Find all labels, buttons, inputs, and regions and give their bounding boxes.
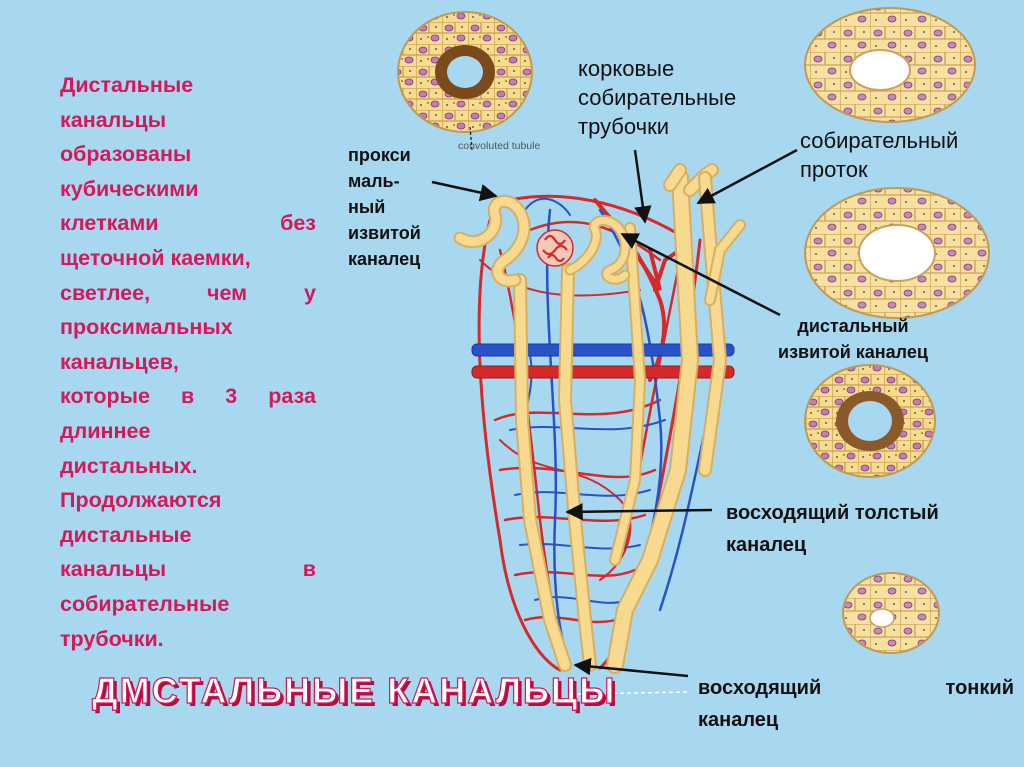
paragraph-line: трубочки. [60, 626, 164, 651]
label-line: прокси [348, 145, 411, 165]
label-line: каналец [698, 709, 779, 731]
paragraph-line: канальцев, [60, 349, 179, 374]
label-line: корковые [578, 56, 675, 81]
label-line: каналец [348, 249, 421, 269]
section-leader-line [469, 126, 473, 151]
cross-section-collecting-duct-top [804, 7, 976, 123]
glomerulus [536, 229, 574, 267]
ascending-thin-limb-label: восходящий тонкий каналец [698, 672, 1014, 736]
convoluted-tubule-label: convoluted tubule [458, 139, 540, 153]
cortical-collecting-tubules-label: корковые собирательные трубочки [578, 54, 736, 141]
cross-section-thin-limb [842, 572, 940, 654]
label-line: каналец [726, 534, 807, 556]
label-line: трубочки [578, 114, 670, 139]
pointer-arrows [431, 148, 798, 678]
page-title: ДМСТАЛЬНЫЕ КАНАЛЬЦЫ [91, 669, 617, 711]
tubule-system [453, 163, 746, 674]
collecting-duct-label: собирательный проток [800, 126, 958, 184]
paragraph-line: клетками без [60, 211, 316, 236]
proximal-convoluted-tubule-label: прокси маль- ный извитой каналец [348, 142, 421, 272]
paragraph-line: собирательные [60, 591, 230, 616]
distal-convoluted-tubule-label: дистальный извитой каналец [778, 313, 928, 365]
arcuate-artery [471, 365, 735, 379]
paragraph-line: длиннее [60, 418, 151, 443]
paragraph-line: которые в 3 раза [60, 384, 316, 409]
paragraph-line: Продолжаются [60, 488, 222, 513]
base-line [577, 691, 691, 695]
cross-section-proximal [397, 11, 533, 133]
paragraph-line: кубическими [60, 176, 199, 201]
ascending-thick-limb-label: восходящий толстый каналец [726, 497, 939, 561]
cross-section-collecting-duct-middle [804, 187, 990, 319]
label-line: convoluted tubule [458, 140, 541, 152]
label-line: дистальный [797, 316, 909, 336]
paragraph-line: образованы [60, 142, 192, 167]
label-line: собирательный [800, 128, 959, 153]
paragraph-line: светлее, чем у [60, 280, 316, 305]
label-line: извитой каналец [778, 342, 928, 362]
label-line: ный [348, 197, 386, 217]
paragraph-line: дистальные [60, 522, 192, 547]
label-line: восходящий толстый [726, 502, 939, 524]
arcuate-vein [471, 343, 735, 357]
cross-section-distal [804, 364, 936, 478]
paragraph-line: канальцы [60, 107, 167, 132]
label-line: извитой [348, 223, 421, 243]
label-line: маль- [348, 171, 400, 191]
label-line: восходящий тонкий [698, 677, 1014, 699]
label-line: проток [800, 157, 868, 182]
paragraph-line: канальцы в [60, 557, 316, 582]
paragraph-line: дистальных. [60, 453, 198, 478]
description-paragraph: Дистальные канальцы образованы кубически… [60, 68, 316, 656]
paragraph-line: щеточной каемки, [60, 245, 251, 270]
paragraph-line: Дистальные [60, 73, 194, 97]
paragraph-line: проксимальных [60, 315, 233, 340]
label-line: собирательные [578, 85, 737, 110]
